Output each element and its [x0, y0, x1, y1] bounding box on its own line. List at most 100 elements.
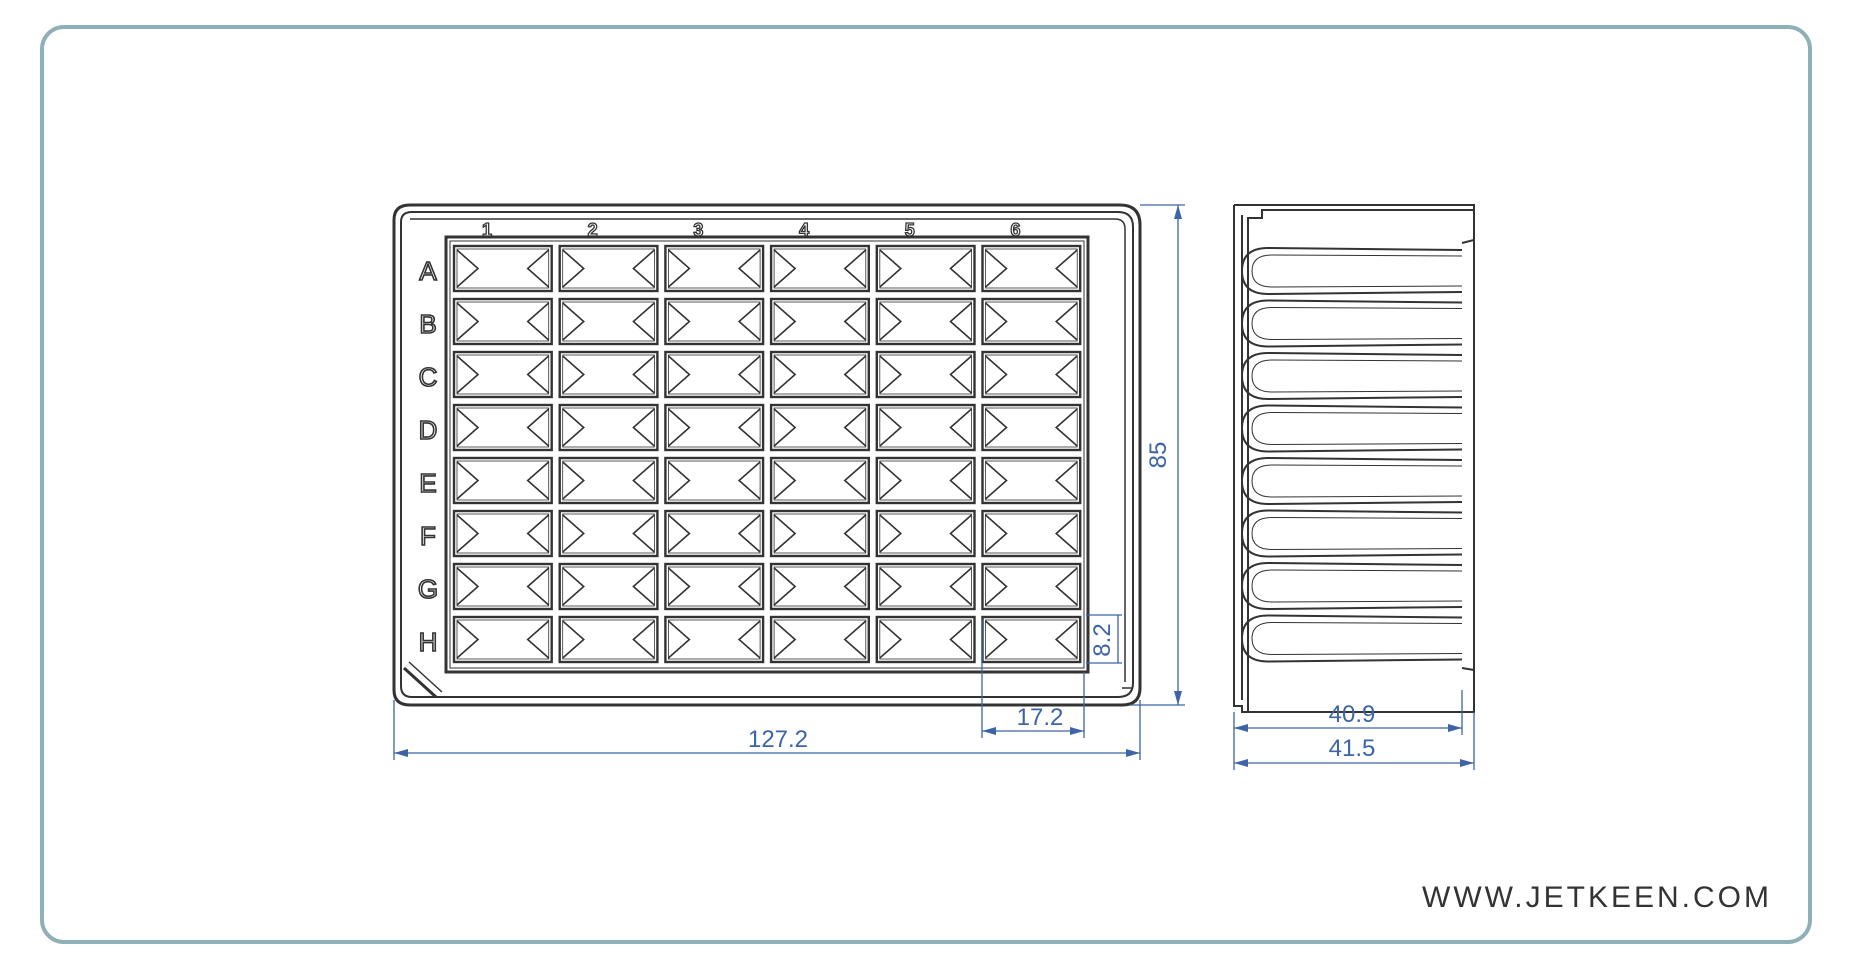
well-left-chevron — [879, 408, 903, 447]
well-outline — [664, 244, 765, 293]
well-left-chevron — [456, 302, 480, 341]
well-left-chevron — [879, 620, 903, 659]
well-A1 — [452, 244, 553, 293]
well-left-chevron — [984, 408, 1008, 447]
well-right-chevron — [737, 461, 761, 500]
well-A2 — [558, 244, 659, 293]
well-right-chevron — [526, 514, 550, 553]
well-outline — [664, 456, 765, 505]
well-outline — [875, 509, 976, 558]
side-well-H — [1240, 614, 1463, 663]
well-right-chevron — [843, 461, 867, 500]
well-outline — [981, 509, 1082, 558]
well-left-chevron — [667, 620, 691, 659]
side-well-inner — [1251, 254, 1463, 288]
well-outline — [664, 509, 765, 558]
well-inner-outline — [985, 248, 1078, 289]
side-well-inner — [1251, 359, 1463, 393]
well-inner-outline — [456, 407, 550, 448]
well-outline — [981, 297, 1082, 346]
well-left-chevron — [456, 514, 480, 553]
well-inner-outline — [668, 619, 761, 660]
dim-plate-length: 127.2 — [748, 726, 808, 753]
well-E5 — [875, 456, 976, 505]
well-G1 — [452, 562, 553, 611]
well-F3 — [664, 509, 765, 558]
arrow-right — [1126, 749, 1140, 757]
side-outer-arrow-right — [1460, 759, 1474, 767]
well-right-chevron — [843, 620, 867, 659]
well-G2 — [558, 562, 659, 611]
well-right-chevron — [1054, 461, 1078, 500]
well-right-chevron — [1054, 355, 1078, 394]
well-outline — [558, 350, 659, 399]
well-right-chevron — [949, 355, 973, 394]
row-label-C: C — [419, 362, 438, 392]
well-inner-outline — [668, 354, 761, 395]
well-G3 — [664, 562, 765, 611]
well-B4 — [769, 297, 870, 346]
column-label-2: 2 — [588, 220, 598, 240]
side-well-outer — [1240, 456, 1463, 506]
well-right-chevron — [843, 249, 867, 288]
side-well-outer — [1240, 561, 1463, 611]
well-left-chevron — [879, 461, 903, 500]
well-right-chevron — [1054, 567, 1078, 606]
well-left-chevron — [984, 249, 1008, 288]
website-url: WWW.JETKEEN.COM — [1422, 881, 1772, 914]
well-inner-outline — [562, 354, 655, 395]
well-right-chevron — [526, 408, 550, 447]
arrow-top — [1174, 205, 1182, 219]
side-well-D — [1240, 404, 1463, 453]
row-label-H: H — [419, 627, 438, 657]
side-well-E — [1240, 456, 1463, 506]
well-outline — [875, 456, 976, 505]
well-inner-outline — [562, 460, 655, 501]
side-well-inner — [1251, 516, 1463, 551]
well-inner-outline — [456, 619, 550, 660]
dim-well-height: 8.2 — [1089, 623, 1116, 656]
well-H4 — [769, 615, 870, 664]
well-right-chevron — [949, 249, 973, 288]
well-H3 — [664, 615, 765, 664]
well-left-chevron — [984, 461, 1008, 500]
well-A6 — [981, 244, 1082, 293]
well-A5 — [875, 244, 976, 293]
row-label-G: G — [418, 574, 438, 604]
plate-outer-outline — [392, 203, 1142, 707]
side-well-outer — [1240, 614, 1463, 663]
well-outline — [981, 562, 1082, 611]
well-inner-outline — [562, 301, 655, 342]
well-outline — [558, 615, 659, 664]
well-outline — [452, 244, 553, 293]
well-left-chevron — [879, 514, 903, 553]
dim-well-pitch: 17.2 — [1017, 704, 1064, 731]
well-right-chevron — [632, 408, 655, 447]
well-right-chevron — [737, 408, 761, 447]
side-well-outer — [1240, 509, 1463, 558]
side-flange-top — [1234, 204, 1475, 244]
well-left-chevron — [879, 249, 903, 288]
well-E4 — [769, 456, 870, 505]
column-label-4: 4 — [799, 220, 809, 240]
well-right-chevron — [949, 514, 973, 553]
side-well-B — [1240, 299, 1463, 348]
well-outline — [558, 297, 659, 346]
corner-notch-inner — [408, 661, 443, 693]
well-right-chevron — [526, 355, 550, 394]
well-outline — [452, 509, 553, 558]
well-grid — [452, 244, 1082, 664]
card-frame — [40, 25, 1812, 944]
well-right-chevron — [632, 461, 655, 500]
well-outline — [452, 615, 553, 664]
well-outline — [664, 350, 765, 399]
well-right-chevron — [843, 302, 867, 341]
column-label-1: 1 — [482, 220, 492, 240]
well-left-chevron — [773, 249, 797, 288]
well-H1 — [452, 615, 553, 664]
well-inner-outline — [985, 354, 1078, 395]
well-C4 — [769, 350, 870, 399]
